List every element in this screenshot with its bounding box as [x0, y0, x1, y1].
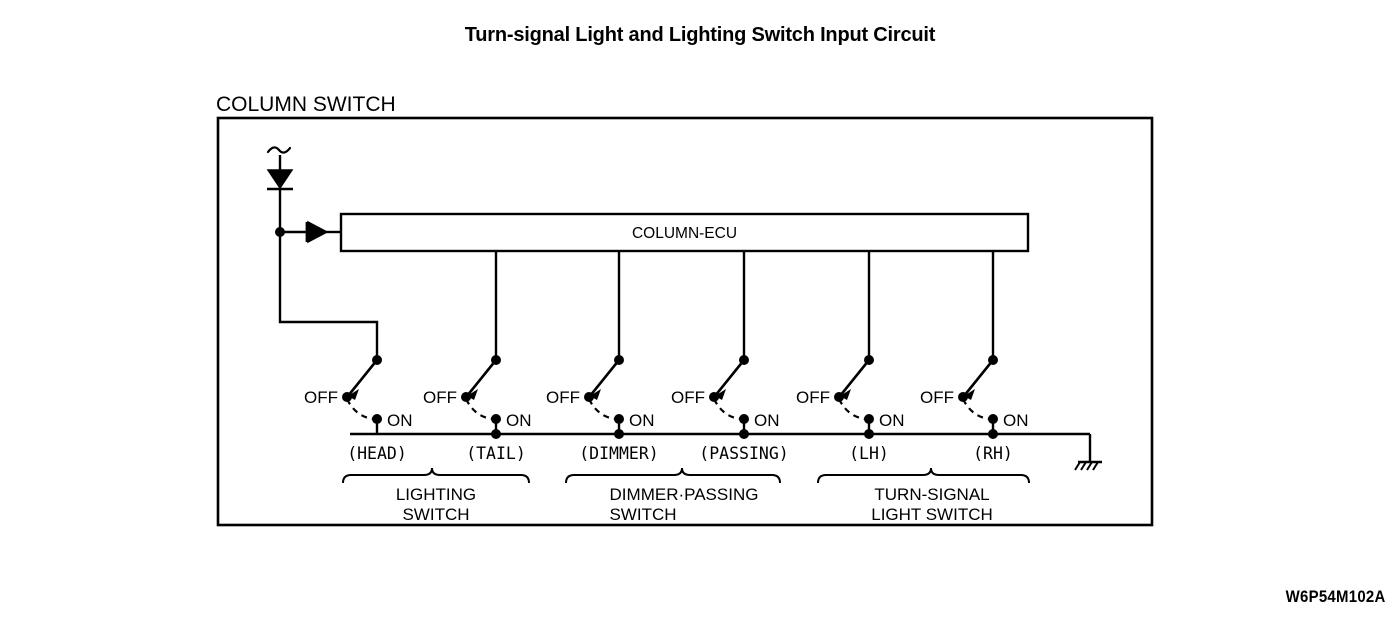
chassis-ground-hatch-3 — [1086, 461, 1093, 471]
bracket-curly — [817, 467, 1030, 484]
switch-name-label: (LH) — [849, 444, 889, 463]
switch-off-contact — [461, 392, 471, 402]
switch-off-contact — [709, 392, 719, 402]
ground-bus-junction-node — [988, 429, 998, 439]
switch-on-label: ON — [629, 411, 655, 430]
switch-on-label: ON — [387, 411, 413, 430]
switch-off-label: OFF — [546, 388, 580, 407]
bracket-curly — [342, 467, 530, 484]
group-bracket-turn-signal: TURN-SIGNAL LIGHT SWITCH — [817, 467, 1030, 524]
switch-off-label: OFF — [304, 388, 338, 407]
column-ecu-label: COLUMN-ECU — [632, 225, 737, 242]
switch-blade — [588, 359, 621, 397]
switch-lh[interactable]: OFF ON (LH) — [796, 355, 905, 463]
switch-off-contact — [834, 392, 844, 402]
switch-name-label: (DIMMER) — [579, 444, 658, 463]
switch-passing[interactable]: OFF ON (PASSING) — [671, 355, 789, 463]
switch-on-label: ON — [506, 411, 532, 430]
group-label-line1: DIMMER·PASSING — [610, 485, 759, 504]
switch-on-label: ON — [1003, 411, 1029, 430]
switch-blade — [962, 359, 995, 397]
column-ecu-box — [339, 212, 1030, 253]
chassis-ground-hatch-2 — [1080, 461, 1087, 471]
chassis-ground-hatch-4 — [1092, 461, 1099, 471]
switch-dimmer[interactable]: OFF ON (DIMMER) — [546, 355, 659, 463]
ground-bus-junction-node — [491, 429, 501, 439]
switch-off-contact — [342, 392, 352, 402]
switch-off-label: OFF — [423, 388, 457, 407]
group-bracket-lighting: LIGHTING SWITCH — [342, 467, 530, 524]
group-bracket-dimmer-passing: DIMMER·PASSING SWITCH — [565, 467, 781, 524]
switch-blade — [713, 359, 746, 397]
group-label-line2: SWITCH — [609, 505, 676, 524]
group-label-line2: SWITCH — [402, 505, 469, 524]
diode-left-icon — [307, 220, 329, 244]
head-switch-feed-wire — [278, 232, 379, 360]
ground-bus-junction-node — [739, 429, 749, 439]
switch-dashed-arc — [713, 398, 745, 421]
page-title: Turn-signal Light and Lighting Switch In… — [464, 24, 936, 46]
switch-on-label: ON — [879, 411, 905, 430]
switch-name-label: (HEAD) — [347, 444, 407, 463]
switch-dashed-arc — [838, 398, 870, 421]
switch-name-label: (TAIL) — [466, 444, 526, 463]
switch-dashed-arc — [465, 398, 497, 421]
switch-blade — [346, 359, 379, 397]
switch-dashed-arc — [588, 398, 620, 421]
switch-dashed-arc — [962, 398, 994, 421]
diode-down-icon — [266, 169, 294, 190]
switch-name-label: (PASSING) — [699, 444, 788, 463]
switch-blade — [465, 359, 498, 397]
group-label-line2: LIGHT SWITCH — [871, 505, 993, 524]
switch-off-contact — [958, 392, 968, 402]
enclosure-label: COLUMN SWITCH — [216, 93, 396, 116]
ground-bus-junction-node — [864, 429, 874, 439]
switch-off-label: OFF — [920, 388, 954, 407]
switch-name-label: (RH) — [973, 444, 1013, 463]
wire-break-squiggle-icon — [266, 146, 292, 154]
switch-head[interactable]: OFF ON (HEAD) — [304, 355, 413, 463]
group-label-line1: TURN-SIGNAL — [874, 485, 989, 504]
switch-blade — [838, 359, 871, 397]
switch-tail[interactable]: OFF ON (TAIL) — [423, 355, 532, 463]
ground-bus-junction-node — [614, 429, 624, 439]
reference-code: W6P54M102A — [1286, 587, 1386, 606]
group-label-line1: LIGHTING — [396, 485, 476, 504]
switch-dashed-arc — [346, 398, 378, 421]
switch-off-contact — [584, 392, 594, 402]
column-switch-enclosure — [216, 116, 1154, 527]
chassis-ground-hatch-1 — [1074, 461, 1081, 471]
bracket-curly — [565, 467, 781, 484]
switch-on-label: ON — [754, 411, 780, 430]
switch-rh[interactable]: OFF ON (RH) — [920, 355, 1029, 463]
switch-off-label: OFF — [796, 388, 830, 407]
switch-off-label: OFF — [671, 388, 705, 407]
